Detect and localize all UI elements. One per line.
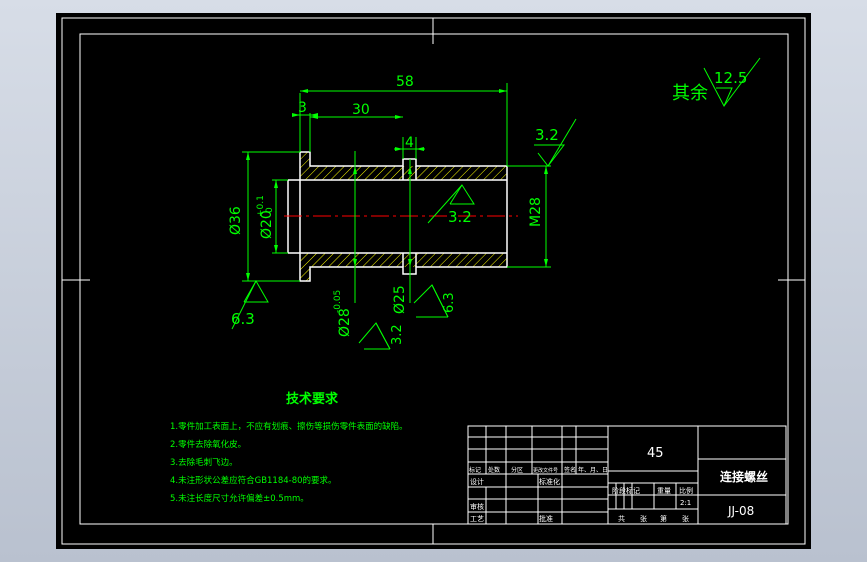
tb-sheet-label: 张	[640, 514, 647, 523]
dim-bore-diameter: Ø20	[259, 210, 275, 239]
tb-row-design: 设计	[470, 477, 484, 486]
roughness-shaft: 3.2	[390, 324, 405, 345]
part-name: 连接螺丝	[720, 469, 768, 484]
drawing-no: JJ-08	[727, 504, 754, 518]
dimension-arrows	[246, 89, 548, 281]
dim-overall-length: 58	[396, 74, 414, 90]
tb-sheet-suffix: 张	[682, 514, 689, 523]
roughness-bore: 3.2	[448, 208, 472, 226]
tb-scale-value: 2:1	[680, 499, 691, 507]
tb-scale-label: 比例	[679, 486, 693, 495]
dim-thread: M28	[528, 197, 544, 227]
dim-groove-width: 4	[405, 135, 414, 151]
tech-req-item: 5.未注长度尺寸允许偏差±0.5mm。	[170, 493, 309, 504]
tech-req-item: 3.去除毛刺飞边。	[170, 457, 238, 468]
title-block	[467, 425, 787, 525]
tb-header-label: 分区	[511, 466, 523, 474]
tb-header-label: 更改文件号	[533, 467, 558, 474]
tb-header-label: 年、月、日	[578, 466, 608, 474]
dim-shaft-diameter: Ø28	[337, 308, 353, 337]
tech-requirements: 技术要求 1.零件加工表面上，不应有划痕、擦伤等损伤零件表面的缺陷。 2.零件去…	[170, 391, 408, 504]
inner-frame	[79, 33, 789, 525]
tb-row-approve: 批准	[539, 514, 553, 523]
tb-sheet-no: 第	[660, 514, 667, 523]
tb-weight-label: 重量	[657, 487, 671, 495]
dim-bore-tol-lower: 0	[265, 207, 275, 213]
tech-req-title: 技术要求	[286, 391, 339, 407]
roughness-left-face: 6.3	[231, 310, 255, 328]
roughness-texts: 其余 12.5 3.2 3.2 6.3 3.2 6.3	[231, 69, 747, 345]
tb-header-label: 处数	[488, 466, 500, 474]
dim-flange-width: 3	[298, 100, 307, 116]
roughness-symbols	[231, 57, 761, 350]
dim-groove-diameter: Ø25	[392, 285, 408, 314]
tb-row-standard: 标准化	[539, 477, 560, 486]
tb-sheet-total: 共	[618, 514, 625, 523]
dim-bore-tol-upper: +0.1	[256, 195, 266, 217]
material: 45	[647, 446, 664, 461]
cad-drawing: 58 3 30 4 Ø36 Ø20 +0.1 0 M28 Ø28 -0.05 Ø…	[61, 17, 806, 545]
tech-req-item: 2.零件去除氧化皮。	[170, 439, 246, 450]
roughness-general-icon	[703, 67, 733, 108]
roughness-general-label: 其余	[672, 83, 708, 104]
title-block-texts: 45 连接螺丝 JJ-08 标记 处数 分区 更改文件号 签名 年、月、日 设计…	[469, 446, 768, 523]
tb-row-check: 审核	[470, 502, 484, 511]
dimension-lines	[242, 83, 551, 303]
dim-outer-diameter: Ø36	[228, 206, 244, 235]
roughness-right-face: 3.2	[535, 126, 559, 144]
dim-shoulder-length: 30	[352, 102, 370, 118]
tech-req-item: 1.零件加工表面上，不应有划痕、擦伤等损伤零件表面的缺陷。	[170, 421, 408, 432]
centering-marks	[62, 18, 805, 544]
dimension-texts: 58 3 30 4 Ø36 Ø20 +0.1 0 M28 Ø28 -0.05 Ø…	[228, 74, 544, 337]
tech-req-item: 4.未注形状公差应符合GB1184-80的要求。	[170, 475, 337, 486]
roughness-groove: 6.3	[442, 292, 457, 313]
drawing-sheet: 58 3 30 4 Ø36 Ø20 +0.1 0 M28 Ø28 -0.05 Ø…	[56, 13, 811, 549]
tb-header-label: 签名	[564, 466, 576, 474]
tb-row-process: 工艺	[470, 515, 484, 523]
roughness-general-value: 12.5	[714, 69, 747, 87]
tb-stage-label: 阶段标记	[612, 486, 640, 495]
dim-shaft-tol: -0.05	[333, 290, 343, 313]
tb-header-label: 标记	[469, 466, 481, 474]
